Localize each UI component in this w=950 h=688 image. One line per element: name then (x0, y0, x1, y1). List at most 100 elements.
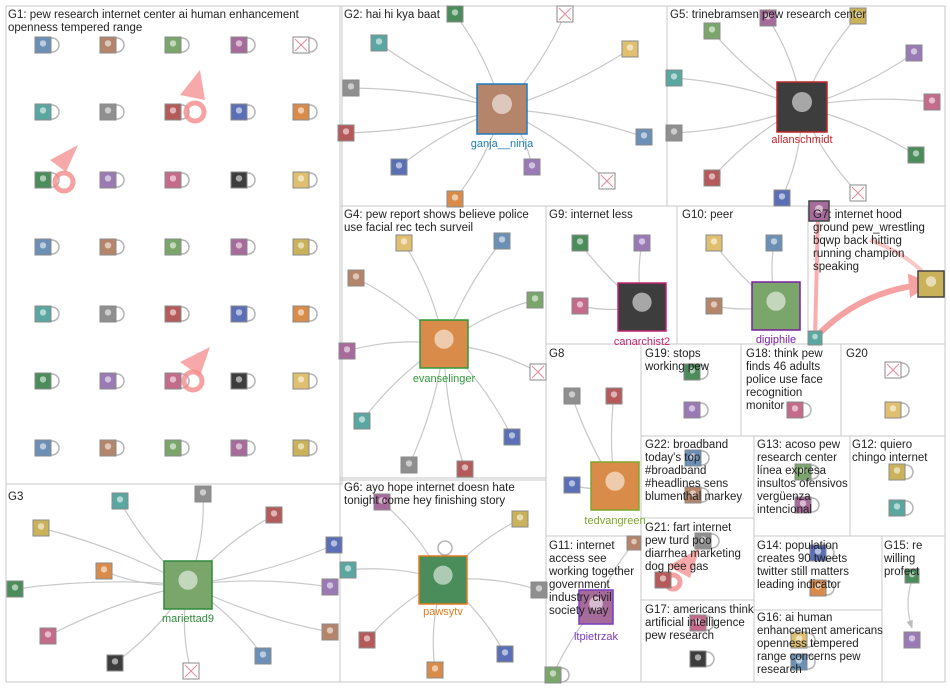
g4-node-4[interactable] (526, 291, 544, 309)
g2-node-5[interactable] (446, 190, 464, 208)
g3-node-10[interactable] (106, 654, 124, 672)
g7-node-1[interactable] (808, 200, 830, 222)
g5-node-1[interactable] (703, 22, 721, 40)
g21-node-1[interactable] (694, 532, 712, 550)
g1-node-19[interactable] (230, 238, 248, 256)
g2-node-11[interactable] (635, 128, 653, 146)
g5-node-6[interactable] (703, 169, 721, 187)
g22-node-2[interactable] (684, 486, 702, 504)
g4-node-6[interactable] (529, 363, 547, 381)
g2-node-10[interactable] (621, 40, 639, 58)
g2-node-2[interactable] (342, 79, 360, 97)
g1-node-21[interactable] (34, 305, 52, 323)
g1-node-13[interactable] (164, 171, 182, 189)
g20-node-2[interactable] (884, 401, 902, 419)
g4-node-1[interactable] (395, 234, 413, 252)
g15-node-1[interactable] (904, 568, 920, 584)
g1-node-12[interactable] (99, 171, 117, 189)
g1-node-3[interactable] (164, 36, 182, 54)
g1-node-11[interactable] (34, 171, 52, 189)
g6-node-2[interactable] (511, 510, 529, 528)
g3-node-5[interactable] (325, 536, 343, 554)
g3-node-4[interactable] (265, 506, 283, 524)
g1-node-33[interactable] (164, 439, 182, 457)
hub-node-mariettad9[interactable] (163, 560, 213, 610)
hub-node-allanschmidt[interactable] (776, 81, 828, 133)
g10-node-2[interactable] (765, 234, 783, 252)
g12-node-1[interactable] (888, 463, 906, 481)
g5-node-3[interactable] (849, 7, 867, 25)
g3-node-1[interactable] (32, 519, 50, 537)
hub-label-tedvangreen[interactable]: tedvangreen (584, 515, 646, 527)
g3-node-2[interactable] (111, 492, 129, 510)
hub-label-evanselinger[interactable]: evanselinger (412, 373, 476, 385)
g1-node-15[interactable] (292, 171, 310, 189)
hub-label-ltpietrzak[interactable]: ltpietrzak (573, 631, 619, 643)
g1-node-22[interactable] (99, 305, 117, 323)
g8-node-1[interactable] (563, 387, 581, 405)
g3-node-12[interactable] (254, 647, 272, 665)
g2-node-6[interactable] (446, 5, 464, 23)
g4-node-2[interactable] (493, 232, 511, 250)
g1-node-6[interactable] (34, 103, 52, 121)
g11-node-1[interactable] (626, 535, 642, 551)
hub-node-tedvangreen[interactable] (590, 461, 640, 511)
g14-node-1[interactable] (809, 544, 827, 562)
g1-node-34[interactable] (230, 439, 248, 457)
g1-node-10[interactable] (292, 103, 310, 121)
g9-node-1[interactable] (571, 234, 589, 252)
hub-label-mariettad9[interactable]: mariettad9 (162, 613, 214, 625)
g14-node-2[interactable] (809, 579, 827, 597)
g4-node-7[interactable] (353, 412, 371, 430)
hub-node-ganja-ninja[interactable] (476, 83, 528, 135)
hub-node-evanselinger[interactable] (419, 319, 469, 369)
g1-node-7[interactable] (99, 103, 117, 121)
g1-node-27[interactable] (99, 372, 117, 390)
g4-node-9[interactable] (456, 460, 474, 478)
g1-node-9[interactable] (230, 103, 248, 121)
g1-node-35[interactable] (292, 439, 310, 457)
g18-node-1[interactable] (786, 401, 804, 419)
g21-node-2[interactable] (654, 571, 672, 589)
g1-node-1[interactable] (34, 36, 52, 54)
hub-node-pawsytv[interactable] (418, 555, 468, 605)
g2-node-8[interactable] (556, 5, 574, 23)
hub-label-pawsytv[interactable]: pawsytv (423, 606, 463, 618)
g4-node-10[interactable] (503, 428, 521, 446)
g8-node-2[interactable] (605, 387, 623, 405)
g6-node-1[interactable] (373, 493, 391, 511)
g2-node-7[interactable] (523, 158, 541, 176)
g4-node-5[interactable] (338, 342, 356, 360)
g5-node-2[interactable] (759, 9, 777, 27)
g8-node-3[interactable] (563, 476, 581, 494)
g16-node-2[interactable] (790, 653, 808, 671)
g6-node-3[interactable] (339, 561, 357, 579)
hub-node-ltpietrzak[interactable] (578, 589, 614, 625)
g2-node-9[interactable] (598, 172, 616, 190)
g22-node-1[interactable] (684, 449, 702, 467)
g1-node-26[interactable] (34, 372, 52, 390)
g5-node-7[interactable] (773, 189, 791, 207)
g3-node-8[interactable] (321, 578, 339, 596)
g1-node-28[interactable] (164, 372, 182, 390)
g1-node-20[interactable] (292, 238, 310, 256)
hub-node-digiphile[interactable] (751, 281, 801, 331)
g19-node-1[interactable] (683, 363, 701, 381)
g1-node-24[interactable] (230, 305, 248, 323)
g7-node-3[interactable] (807, 330, 823, 346)
g1-node-8[interactable] (164, 103, 182, 121)
g6-node-6[interactable] (496, 645, 514, 663)
g1-node-32[interactable] (99, 439, 117, 457)
g15-node-2[interactable] (903, 631, 921, 649)
g4-node-3[interactable] (347, 269, 365, 287)
g1-node-17[interactable] (99, 238, 117, 256)
g1-node-5[interactable] (292, 36, 310, 54)
hub-label-canarchist2[interactable]: canarchist2 (613, 336, 671, 348)
g1-node-4[interactable] (230, 36, 248, 54)
g16-node-1[interactable] (790, 631, 808, 649)
g3-node-11[interactable] (182, 662, 200, 680)
g1-node-31[interactable] (34, 439, 52, 457)
g3-node-9[interactable] (39, 627, 57, 645)
g10-node-3[interactable] (705, 297, 723, 315)
g1-node-18[interactable] (164, 238, 182, 256)
